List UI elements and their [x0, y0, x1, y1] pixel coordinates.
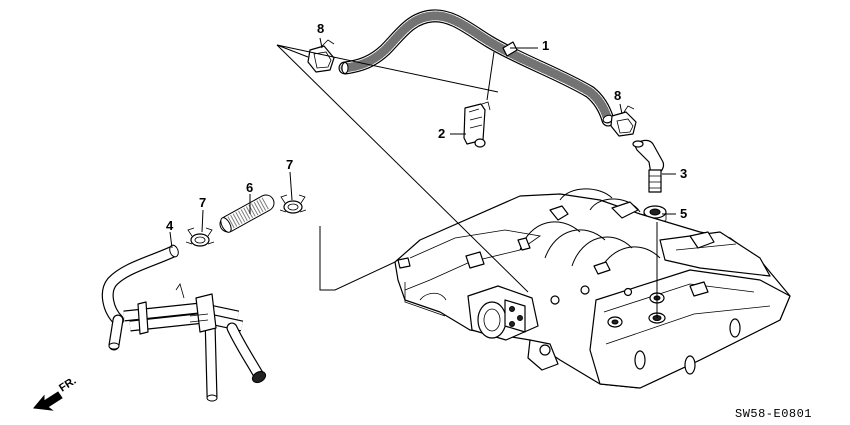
- callout-5: 5: [680, 206, 687, 221]
- front-direction-indicator: FR.: [33, 375, 79, 411]
- hose-clamp-part-8-right: [610, 105, 637, 137]
- diagram-code: SW58-E0801: [735, 407, 812, 421]
- pcv-hose-part-1: [338, 9, 615, 127]
- callout-6: 6: [246, 180, 253, 195]
- small-hose-part-6: [219, 194, 275, 233]
- callout-2: 2: [438, 126, 445, 141]
- callout-8-left: 8: [317, 21, 324, 36]
- callout-labels: 8 1 8 2 3 5 7 6 7 4: [166, 21, 687, 233]
- intake-manifold-assembly: [394, 188, 791, 389]
- callout-4: 4: [166, 218, 174, 233]
- callout-7-left: 7: [199, 195, 206, 210]
- callout-3: 3: [680, 166, 687, 181]
- breather-pipe-part-4: [101, 244, 267, 402]
- leader-lines: [169, 37, 676, 318]
- callout-1: 1: [542, 38, 549, 53]
- pcv-valve-part-3: [632, 139, 665, 193]
- hose-clamp-part-7-right: [279, 194, 307, 214]
- hose-holder-bracket-part-2: [463, 101, 491, 148]
- callout-8-right: 8: [614, 88, 621, 103]
- hose-clamp-part-7-left: [185, 227, 215, 247]
- front-direction-label: FR.: [57, 375, 78, 395]
- front-arrow-icon: [33, 391, 63, 411]
- callout-7-right: 7: [286, 157, 293, 172]
